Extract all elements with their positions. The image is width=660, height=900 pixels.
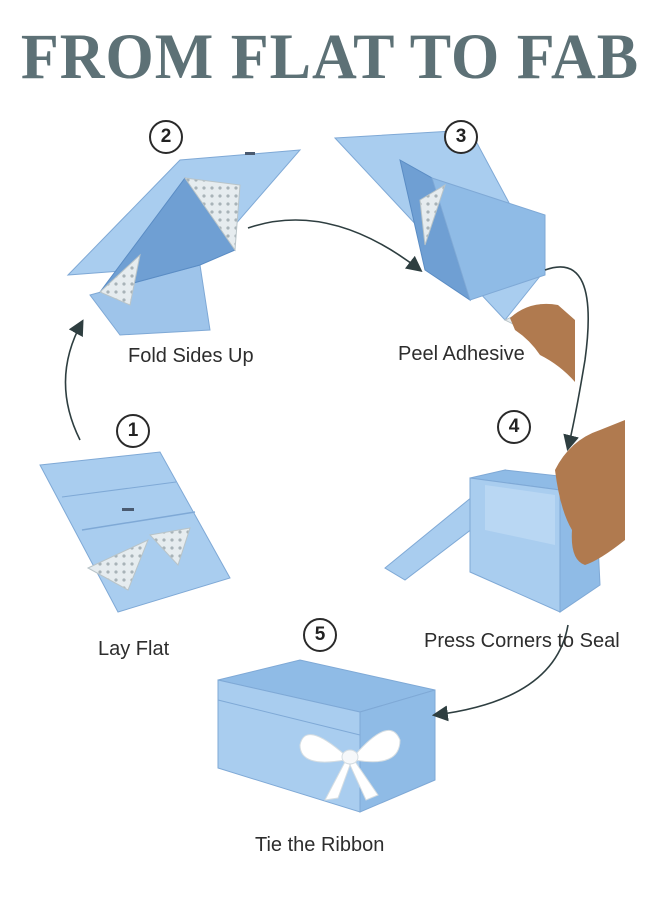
arrow-4-to-5 [431, 624, 569, 722]
step-1-caption: Lay Flat [98, 638, 170, 660]
arrow-3-to-4 [544, 266, 589, 452]
step-2-badge: 2 [149, 120, 183, 154]
step-2-caption: Fold Sides Up [128, 345, 254, 367]
step-4-caption: Press Corners to Seal [424, 630, 620, 652]
step-3-badge: 3 [444, 120, 478, 154]
step5-ribbon-box-illustration [217, 659, 436, 813]
arrow-2-to-3 [247, 219, 423, 272]
step-5-caption: Tie the Ribbon [255, 834, 385, 856]
step-4-badge: 4 [497, 410, 531, 444]
step4-press-corners-illustration [384, 420, 625, 613]
step-1-badge: 1 [116, 414, 150, 448]
step1-flat-box-illustration [39, 451, 231, 613]
step2-folded-box-illustration [66, 149, 302, 336]
arrow-1-to-2 [64, 319, 84, 441]
step3-peel-adhesive-illustration [333, 129, 575, 382]
step-3-caption: Peel Adhesive [398, 343, 525, 365]
step-5-badge: 5 [303, 618, 337, 652]
page-title: FROM FLAT TO FAB [20, 21, 640, 93]
